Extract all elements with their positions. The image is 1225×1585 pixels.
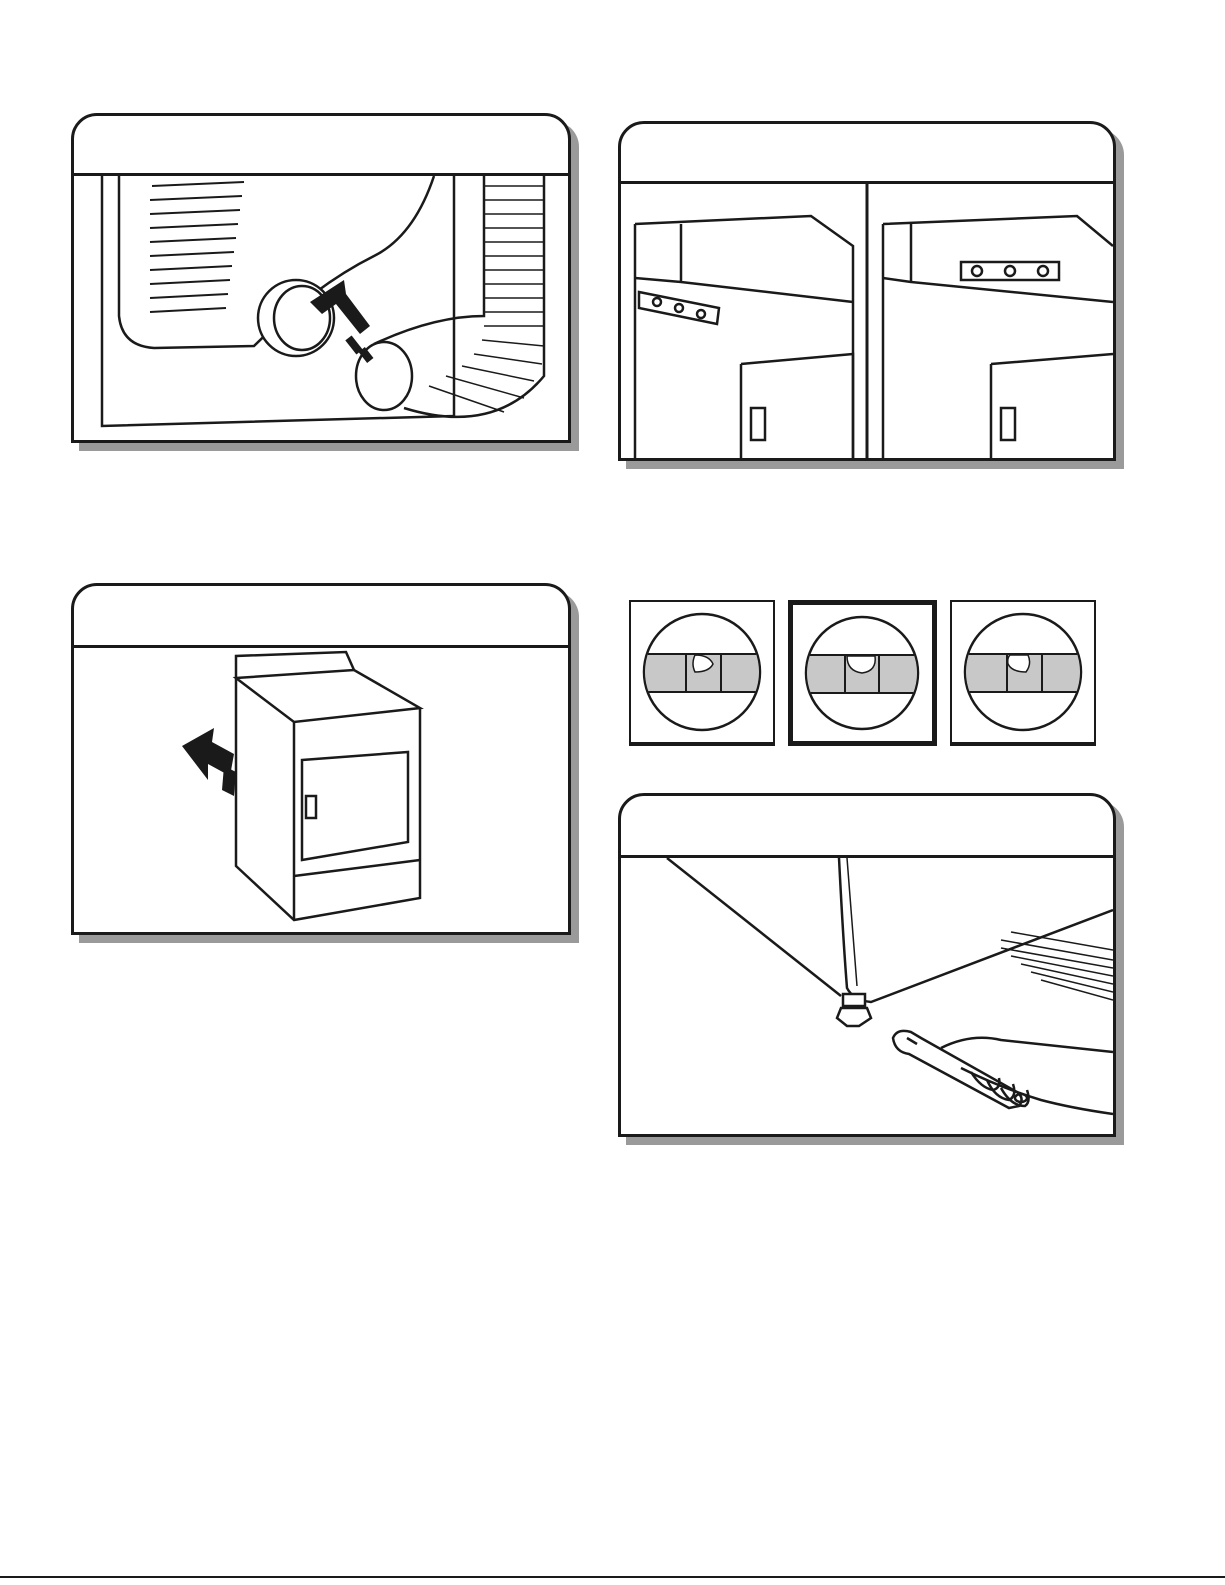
wrench-adjust-leveling-leg-illustration xyxy=(621,858,1113,1134)
figure-header xyxy=(74,116,568,176)
figure-adjust-feet xyxy=(618,793,1116,1137)
bubble-level-icon xyxy=(788,600,937,746)
vent-hose-connect-illustration xyxy=(74,176,568,440)
dryer-slide-into-position-illustration xyxy=(74,648,568,932)
dryer-level-check-illustration xyxy=(621,184,1113,458)
bubble-off-left-icon xyxy=(629,600,775,746)
figure-header xyxy=(74,586,568,648)
figure-header xyxy=(621,796,1113,858)
figure-header xyxy=(621,124,1113,184)
figure-move-dryer xyxy=(71,583,571,935)
figure-leveling-check xyxy=(618,121,1116,461)
figure-vent-connection xyxy=(71,113,571,443)
bubble-off-right-icon xyxy=(950,600,1096,746)
footer-rule xyxy=(0,1576,1225,1578)
